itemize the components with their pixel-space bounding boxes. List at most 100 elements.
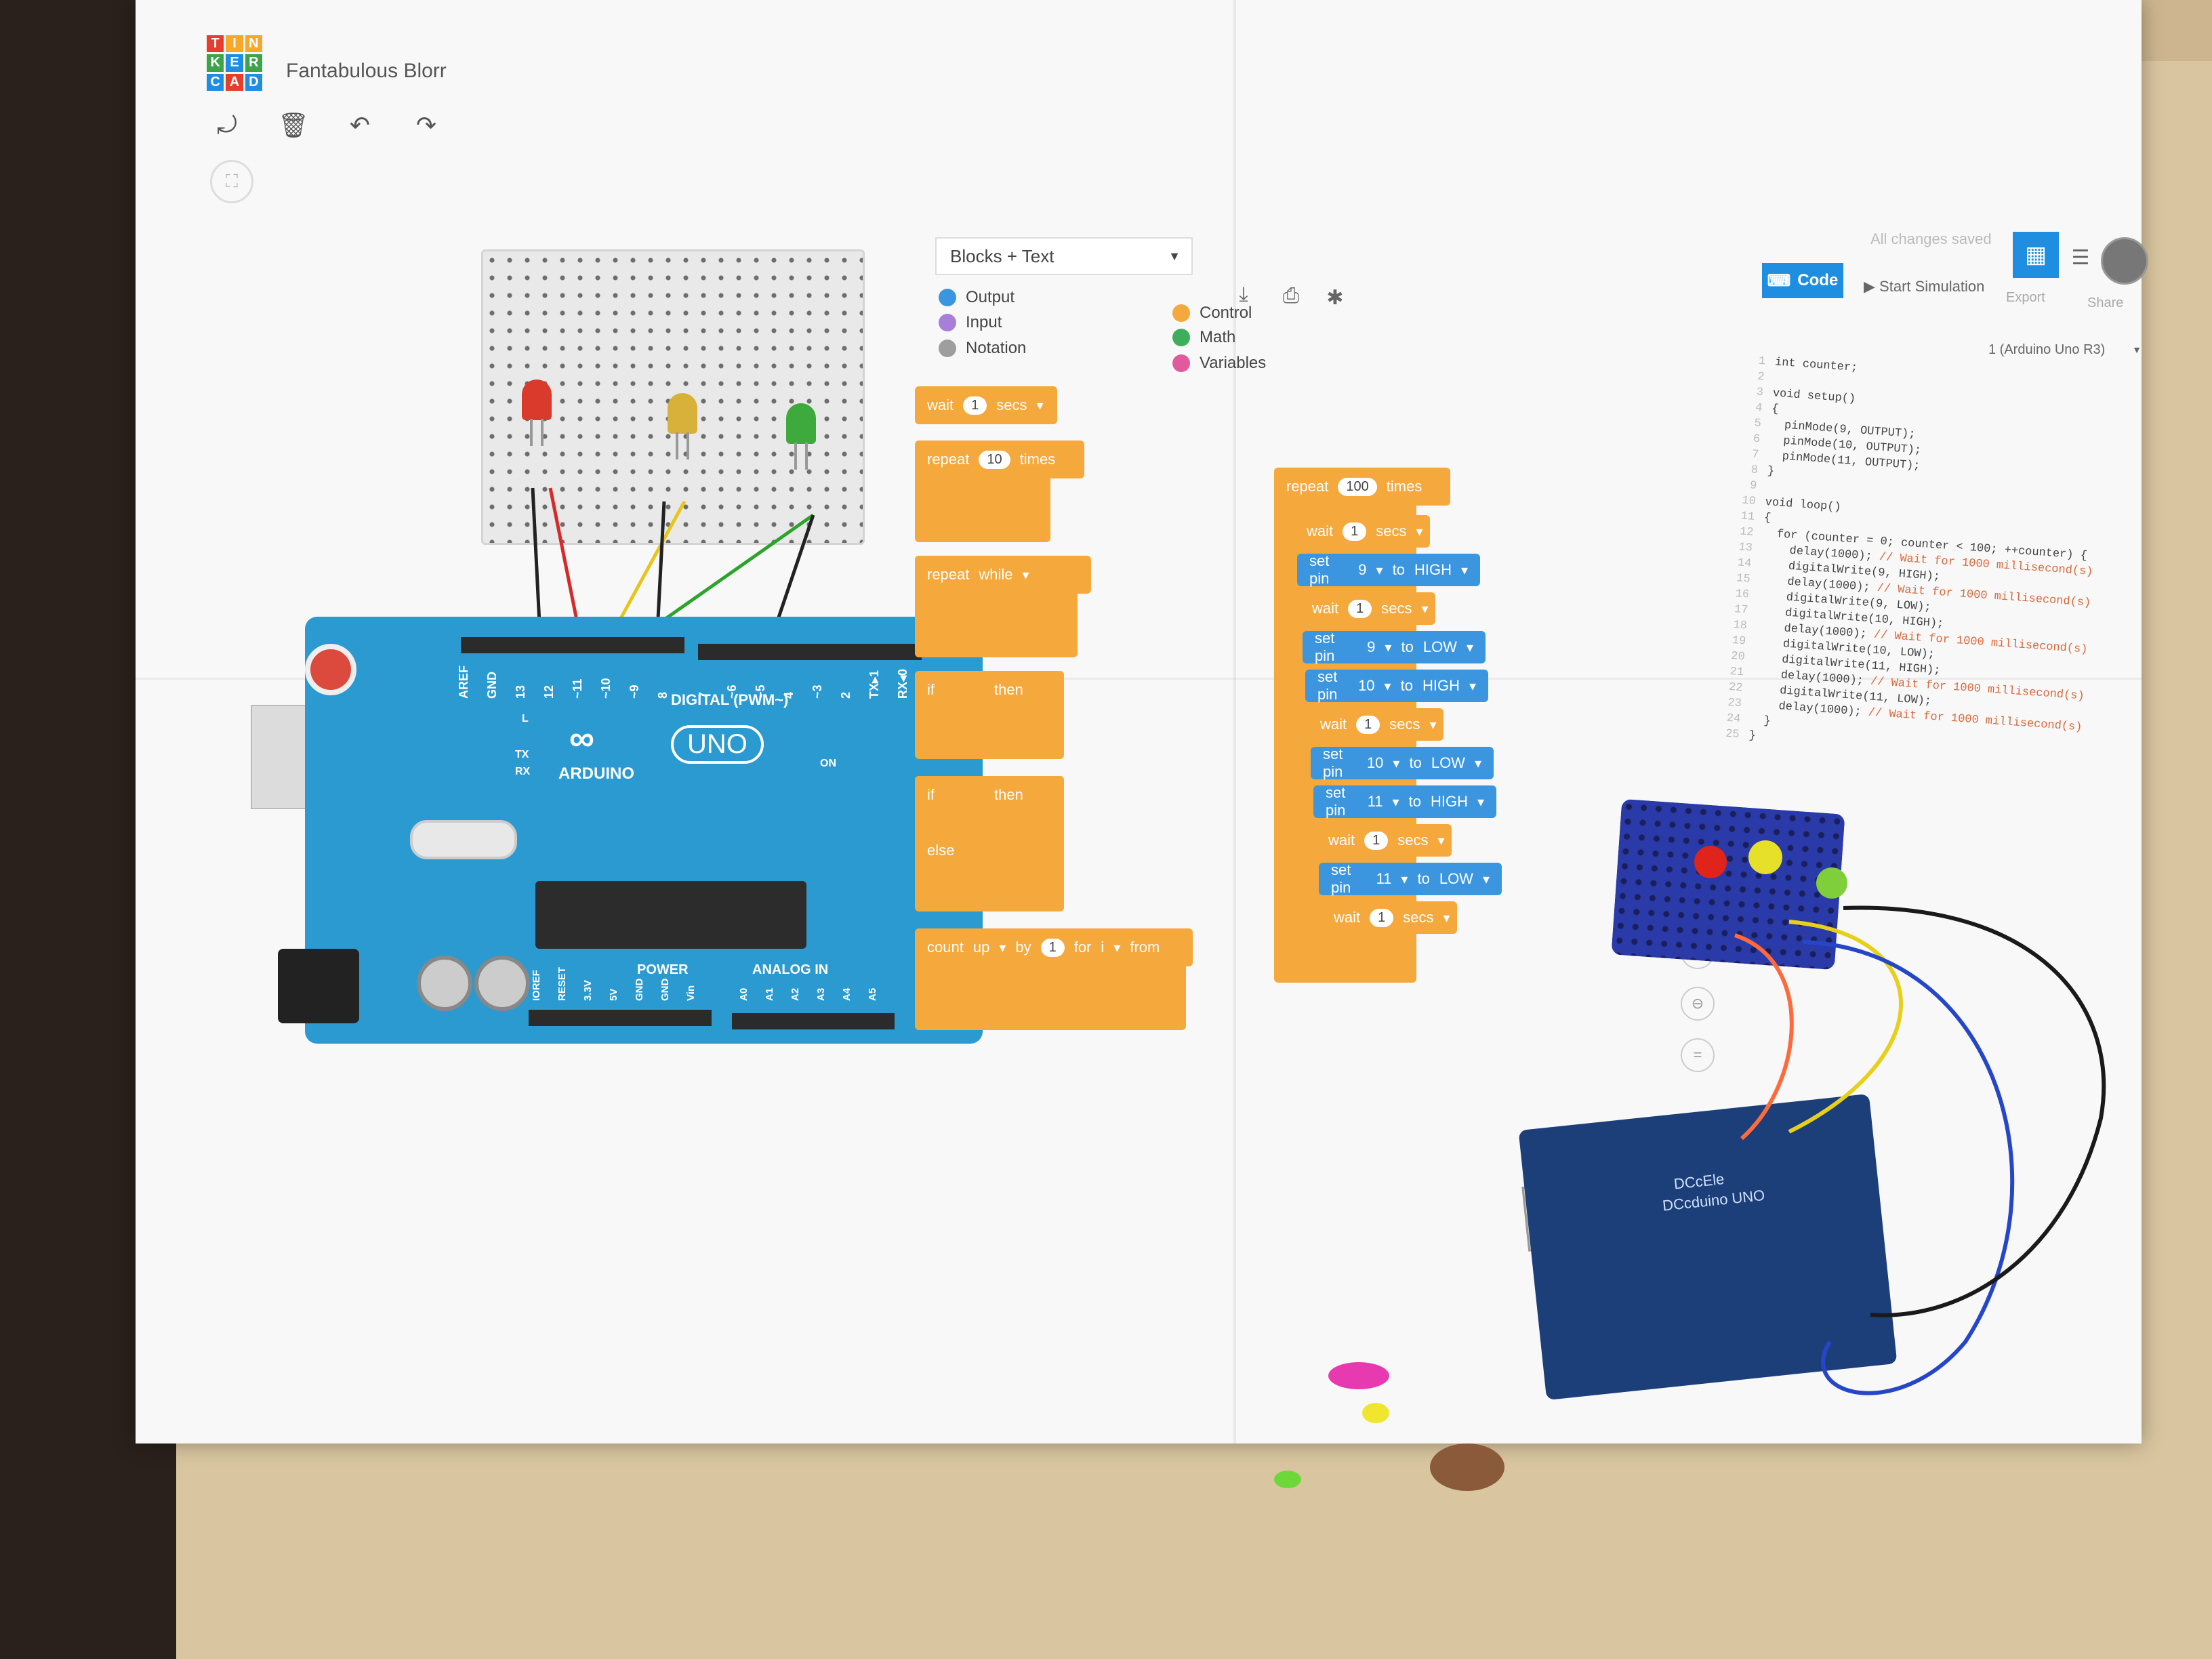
category-input[interactable]: Input (939, 313, 1002, 332)
block-value[interactable]: 10 (979, 450, 1010, 469)
block-value[interactable]: 10 (1358, 677, 1375, 694)
block-value[interactable]: 1 (1364, 831, 1389, 850)
script-repeat-header[interactable]: repeat 100 times (1274, 468, 1450, 506)
download-icon[interactable]: ⤓ (1239, 283, 1248, 306)
category-control[interactable]: Control (1172, 304, 1252, 323)
led-green[interactable] (786, 403, 816, 470)
zoom-out-icon[interactable]: ⊖ (1681, 987, 1715, 1021)
board-select[interactable]: 1 (Arduino Uno R3) ▼ (1979, 335, 2148, 365)
block-value[interactable]: 1 (1343, 522, 1367, 541)
led-red[interactable] (522, 380, 552, 446)
led-yellow[interactable] (668, 393, 697, 459)
rotate-icon[interactable]: ⤾ (217, 110, 237, 139)
block-label: for (1073, 939, 1092, 956)
block-value[interactable]: 100 (1338, 477, 1377, 496)
block-label: i (1101, 939, 1105, 956)
pin-state-dropdown[interactable]: HIGH (1430, 793, 1468, 810)
block-label: set pin (1309, 552, 1330, 587)
project-title[interactable]: Fantabulous Blorr (286, 60, 447, 82)
category-output[interactable]: Output (939, 288, 1015, 307)
block-value[interactable]: 1 (1370, 908, 1394, 927)
physical-wire-black (1843, 905, 2106, 1317)
logo-letter: C (207, 73, 224, 91)
export-button[interactable]: Export (2006, 290, 2045, 305)
palette-repeat-while-header[interactable]: repeat while ▾ (915, 556, 1091, 594)
fit-view-icon[interactable]: ⛶ (210, 160, 253, 203)
code-icon: ⌨ (1767, 271, 1791, 290)
chevron-down-icon: ▾ (1022, 567, 1029, 583)
share-button[interactable]: Share (2087, 295, 2124, 310)
block-label: set pin (1331, 861, 1351, 896)
pin-state-dropdown[interactable]: HIGH (1422, 677, 1460, 694)
l-label: L (522, 713, 529, 724)
category-notation[interactable]: Notation (939, 339, 1026, 358)
block-label: wait (1320, 716, 1347, 733)
arduino-infinity-logo: ∞ (569, 719, 595, 758)
palette-repeat-header[interactable]: repeat 10 times (915, 441, 1084, 478)
block-value[interactable]: 9 (1367, 638, 1376, 655)
block-value[interactable]: 1 (963, 396, 987, 415)
physical-led-green (1816, 867, 1847, 899)
zoom-fit-icon[interactable]: = (1681, 1038, 1715, 1072)
power-label: POWER (637, 962, 689, 977)
analog-in-label: ANALOG IN (752, 962, 829, 977)
chevron-down-icon: ▾ (1469, 678, 1476, 694)
components-panel-button[interactable]: ▦ (2013, 232, 2059, 278)
chevron-down-icon: ▾ (1393, 756, 1400, 771)
debug-bug-icon[interactable]: ✱ (1326, 286, 1344, 309)
block-value[interactable]: 1 (1348, 599, 1372, 618)
block-value[interactable]: 10 (1366, 754, 1384, 771)
rx-label: RX (515, 766, 531, 777)
code-button-label: Code (1797, 271, 1839, 289)
palette-wait-block[interactable]: wait 1 secs ▾ (915, 386, 1057, 424)
code-mode-select[interactable]: Blocks + Text ▼ (935, 237, 1193, 275)
upload-icon[interactable]: ⎙ (1283, 285, 1299, 307)
pin-state-dropdown[interactable]: LOW (1422, 638, 1457, 655)
block-label: secs (1403, 909, 1434, 926)
redo-icon[interactable]: ↷ (415, 111, 437, 139)
reset-button[interactable] (305, 644, 356, 695)
pin-state-dropdown[interactable]: LOW (1439, 870, 1473, 887)
palette-if-header[interactable]: if then (915, 671, 1064, 709)
paint-splatter-brown (1430, 1443, 1504, 1491)
block-label: to (1392, 561, 1405, 578)
palette-if-else-header[interactable]: if then (915, 776, 1064, 814)
digital-header-right (698, 644, 922, 660)
avatar[interactable] (2101, 237, 2148, 285)
pin-state-dropdown[interactable]: HIGH (1414, 561, 1452, 578)
list-view-icon[interactable]: ☰ (2071, 246, 2090, 269)
block-label: secs (1389, 716, 1420, 733)
block-value[interactable]: 1 (1040, 938, 1065, 957)
physical-led-yellow (1748, 840, 1782, 874)
board-select-value: 1 (Arduino Uno R3) (1988, 342, 2106, 357)
pin-state-dropdown[interactable]: LOW (1431, 754, 1465, 771)
block-value[interactable]: 9 (1358, 561, 1367, 578)
category-math[interactable]: Math (1172, 328, 1235, 347)
start-simulation-button[interactable]: ▶ Start Simulation (1864, 278, 1984, 295)
undo-icon[interactable]: ↶ (349, 111, 371, 139)
category-label: Control (1200, 304, 1252, 322)
category-variables[interactable]: Variables (1172, 354, 1266, 373)
block-label: secs (1397, 832, 1429, 848)
block-label: if (927, 681, 935, 698)
block-value[interactable]: 1 (1356, 715, 1380, 734)
palette-count-header[interactable]: count up ▾ by 1 for i ▾ from (915, 928, 1193, 966)
block-value[interactable]: 11 (1367, 793, 1383, 810)
trash-icon[interactable]: 🗑 (278, 111, 309, 139)
category-label: Notation (966, 339, 1027, 357)
block-value[interactable]: 11 (1376, 870, 1392, 887)
chevron-down-icon: ▾ (1443, 910, 1450, 926)
code-button[interactable]: ⌨ Code (1762, 263, 1843, 298)
